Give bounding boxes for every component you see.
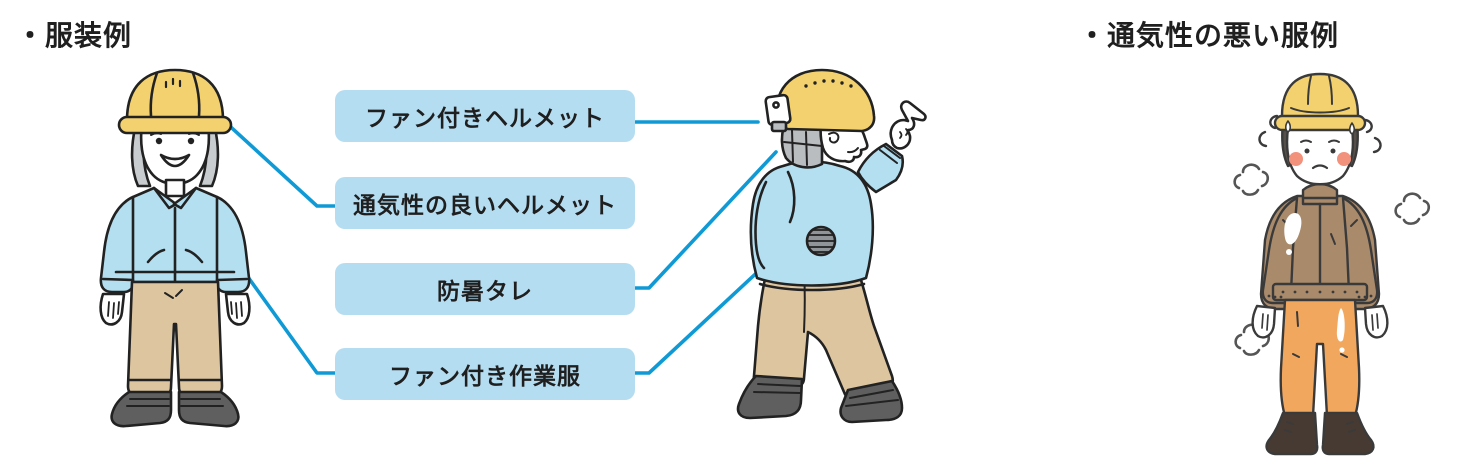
sweat-drops xyxy=(1258,114,1382,154)
face xyxy=(1285,120,1355,186)
pointing-arm xyxy=(856,100,927,194)
ventilated-helmet-drawing xyxy=(117,68,233,135)
yellow-helmet xyxy=(1273,72,1367,132)
label-heat-flap: 防暑タレ xyxy=(335,263,635,315)
worker-back-figure xyxy=(736,68,927,424)
brown-jacket xyxy=(1259,182,1381,311)
connector-ventilated-helmet xyxy=(220,117,337,208)
connector-fan-workwear-left xyxy=(238,264,337,375)
connector-heat-flap xyxy=(631,150,778,290)
work-boots xyxy=(110,390,240,428)
hands xyxy=(99,292,251,326)
hands xyxy=(1251,304,1389,339)
pointing-hand xyxy=(889,100,927,150)
work-boots-back xyxy=(736,374,904,424)
hem-stitches xyxy=(1267,290,1373,299)
fan-workwear-jacket-back xyxy=(749,160,875,292)
dark-boots xyxy=(1265,411,1375,456)
heat-flap-drawing xyxy=(780,124,824,169)
label-fan-workwear: ファン付き作業服 xyxy=(335,348,635,400)
helmet-fan-unit xyxy=(764,93,792,133)
right-section-title: ・通気性の悪い服例 xyxy=(1078,20,1340,51)
label-fan-helmet: ファン付きヘルメット xyxy=(335,90,635,142)
label-ventilated-helmet: 通気性の良いヘルメット xyxy=(335,177,635,229)
worker-sweating-figure xyxy=(1233,72,1431,456)
worried-face-features xyxy=(1289,139,1351,170)
worker-front-figure xyxy=(99,68,251,428)
fan-helmet-drawing xyxy=(775,68,876,133)
left-section-title: ・服装例 xyxy=(16,20,133,51)
cheek xyxy=(1337,152,1351,166)
smiling-face-features xyxy=(150,132,200,168)
fan-workwear-jacket xyxy=(99,186,251,294)
orange-pants xyxy=(1279,298,1361,418)
cheek xyxy=(1289,152,1303,166)
jacket-fan xyxy=(805,225,837,257)
connector-fan-workwear-right xyxy=(631,251,780,375)
neck xyxy=(164,178,186,198)
work-pants xyxy=(126,280,224,397)
